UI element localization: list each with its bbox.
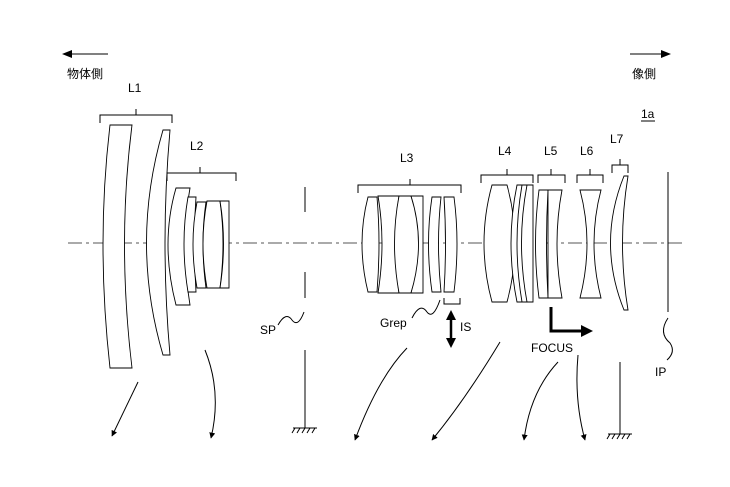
lens-L3-5 <box>428 196 442 293</box>
group-label-L2: L2 <box>190 139 204 153</box>
object-side-arrow-icon <box>62 50 108 58</box>
lens-L5-1 <box>535 189 549 299</box>
lens-L7-1 <box>610 175 629 311</box>
lens-L4-1 <box>483 184 516 303</box>
movement-locus-L3 <box>354 347 408 441</box>
lens-L5-2 <box>547 189 563 299</box>
group-label-L6: L6 <box>580 144 594 158</box>
brace-L6 <box>576 169 604 183</box>
movement-locus-L5 <box>521 361 559 441</box>
object-side-label: 物体側 <box>67 67 103 81</box>
lens-L1-2 <box>146 129 171 356</box>
brace-L4 <box>480 169 534 183</box>
brace-L1 <box>99 109 173 123</box>
group-label-L5: L5 <box>544 144 558 158</box>
group-label-L1: L1 <box>128 81 142 95</box>
lens-L2-4 <box>202 200 224 289</box>
lens-L1-1 <box>102 124 133 369</box>
lens-L3-4 <box>410 195 424 294</box>
lens-L2-5 <box>219 200 230 289</box>
leader-Grep <box>411 299 441 319</box>
movement-locus-L2 <box>204 349 216 439</box>
label-IP: IP <box>655 365 666 379</box>
label-SP: SP <box>260 323 276 337</box>
leader-SP <box>277 311 305 326</box>
fixed-ground-L7 <box>606 362 632 440</box>
movement-locus-L1 <box>111 381 139 437</box>
leader-IP <box>663 317 673 361</box>
label-FOCUS: FOCUS <box>531 341 573 355</box>
label-Grep: Grep <box>380 316 407 330</box>
fixed-ground-stop <box>291 350 317 434</box>
label-IS: IS <box>460 320 471 334</box>
group-label-L4: L4 <box>498 144 512 158</box>
group-label-L3: L3 <box>400 151 414 165</box>
figure-id: 1a <box>641 107 655 121</box>
lens-L3-6 <box>443 196 458 293</box>
bracket-IS <box>443 298 461 305</box>
group-label-L7: L7 <box>610 132 624 146</box>
movement-locus-L6 <box>576 354 587 441</box>
image-side-label: 像側 <box>632 67 656 81</box>
brace-L7 <box>611 159 629 173</box>
focus-arrow-icon <box>549 307 593 337</box>
is-double-arrow-icon <box>446 310 456 348</box>
brace-L5 <box>537 169 566 183</box>
lens-L3-1 <box>361 196 380 293</box>
lens-L4-3 <box>516 184 528 303</box>
movement-locus-L4 <box>431 341 501 441</box>
brace-L2 <box>166 167 237 181</box>
image-side-arrow-icon <box>630 50 671 58</box>
lens-L6-1 <box>579 189 602 299</box>
brace-L3 <box>357 179 462 193</box>
